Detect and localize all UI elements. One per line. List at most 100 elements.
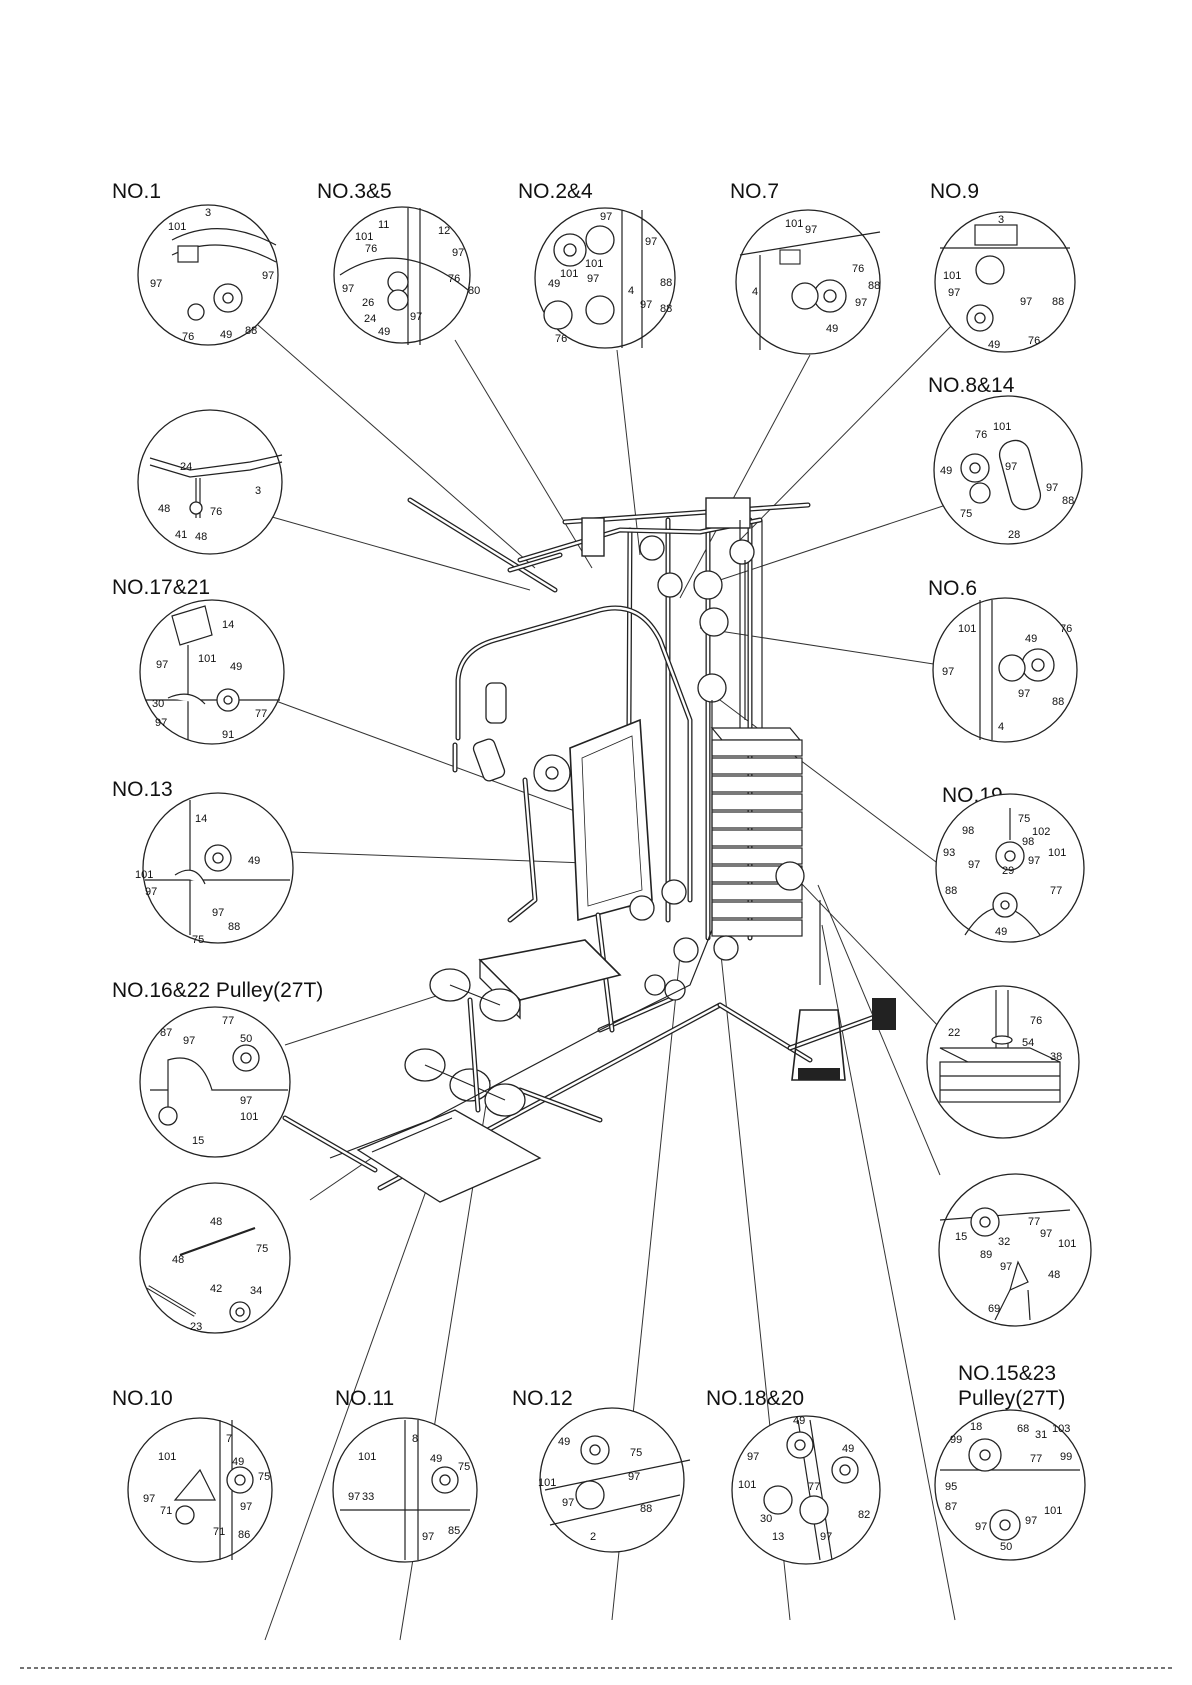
part-82: 82	[858, 1509, 870, 1521]
part-48: 48	[158, 503, 170, 515]
part-28: 28	[1008, 529, 1020, 541]
detail-no-16-22: NO.16&22 Pulley(27T) 77 87 97 50 97 101 …	[112, 979, 323, 1158]
part-49: 49	[988, 339, 1000, 351]
part-14: 14	[222, 619, 234, 631]
part-76: 76	[1028, 335, 1040, 347]
part-26: 97	[342, 283, 354, 295]
part-4: 4	[628, 285, 634, 297]
part-97: 97	[183, 1035, 195, 1047]
part-30: 30	[152, 698, 164, 710]
part-76: 97	[452, 247, 464, 259]
part-97: 97	[805, 224, 817, 236]
part-97: 97	[628, 1471, 640, 1483]
part-49: 49	[548, 278, 560, 290]
part-97: 97	[640, 299, 652, 311]
part-75: 75	[256, 1243, 268, 1255]
detail-label: NO.18&20	[706, 1387, 804, 1410]
part-15: 15	[955, 1231, 967, 1243]
part-97: 97	[212, 907, 224, 919]
part-75: 75	[258, 1471, 270, 1483]
detail-no-3-5: NO.3&5 11 12 101 97 76 97 26 24 49 76 97…	[317, 180, 480, 345]
part-41: 41	[175, 529, 187, 541]
part-101: 101	[943, 270, 961, 282]
part-99: 99	[1060, 1451, 1072, 1463]
stirrup-handle	[791, 1009, 846, 1081]
part-75: 75	[630, 1447, 642, 1459]
part-88: 88	[868, 280, 880, 292]
part-77: 77	[222, 1015, 234, 1027]
detail-no-1: NO.1 101 3 97 76 49 97 88	[112, 180, 279, 346]
part-97: 97	[1020, 296, 1032, 308]
part-68: 68	[1017, 1423, 1029, 1435]
detail-no-12: NO.12 49 75 101 97 97 88 2	[512, 1387, 691, 1553]
part-29: 29	[1002, 865, 1014, 877]
part-76: 49	[378, 326, 390, 338]
part-77: 77	[1030, 1453, 1042, 1465]
part-42: 42	[210, 1283, 222, 1295]
part-75: 75	[458, 1461, 470, 1473]
part-13: 13	[772, 1531, 784, 1543]
part-99: 99	[950, 1434, 962, 1446]
part-88: 88	[245, 325, 257, 337]
part-71: 71	[213, 1526, 225, 1538]
part-97: 76	[365, 243, 377, 255]
detail-label: NO.7	[730, 180, 779, 203]
part-80: 80	[468, 285, 480, 297]
detail-no-18-20: NO.18&20 49 97 49 101 77 30 82 13 97	[706, 1387, 881, 1565]
part-49: 49	[232, 1456, 244, 1468]
part-50: 50	[240, 1033, 252, 1045]
part-7: 7	[226, 1433, 232, 1445]
part-76: 76	[182, 331, 194, 343]
part-4: 4	[998, 721, 1004, 733]
detail-no-10: NO.10 7 101 49 75 97 71 97 71 86	[112, 1387, 273, 1563]
part-101: 101	[560, 268, 578, 280]
part-101: 101	[1048, 847, 1066, 859]
part-49: 49	[558, 1436, 570, 1448]
part-101: 101	[993, 421, 1011, 433]
detail-no-19: NO.19 75 98 102 98 93 101 97 97 29 88 77…	[935, 784, 1085, 943]
part-101: 101	[1044, 1505, 1062, 1517]
part-101: 101	[538, 1477, 556, 1489]
part-97: 97	[1018, 688, 1030, 700]
part-54: 54	[1022, 1037, 1034, 1049]
weight-stack	[710, 520, 803, 937]
part-49: 49	[220, 329, 232, 341]
part-97: 97	[145, 886, 157, 898]
part-97: 97	[1040, 1228, 1052, 1240]
part-76: 76	[1060, 623, 1072, 635]
detail-label: NO.3&5	[317, 180, 392, 203]
part-97: 97	[645, 236, 657, 248]
home-gym-machine	[282, 497, 896, 1203]
part-102: 102	[1032, 826, 1050, 838]
part-77: 77	[1050, 885, 1062, 897]
part-88: 88	[1052, 696, 1064, 708]
part-2: 2	[590, 1531, 596, 1543]
part-11: 11	[378, 219, 389, 231]
part-97: 97	[155, 717, 167, 729]
detail-lat-bar: 24 3 48 76 41 48	[137, 409, 283, 555]
part-71: 71	[160, 1505, 172, 1517]
part-75: 75	[192, 934, 204, 946]
detail-label: NO.16&22 Pulley(27T)	[112, 979, 323, 1002]
part-97: 97	[262, 270, 274, 282]
part-97: 97	[587, 273, 599, 285]
detail-cable-hook: 77 15 32 97 101 89 97 48 69	[938, 1173, 1092, 1327]
part-97: 97	[410, 311, 422, 323]
part-23: 23	[190, 1321, 202, 1333]
part-101: 101	[158, 1451, 176, 1463]
part-75: 75	[1018, 813, 1030, 825]
part-76: 76	[210, 506, 222, 518]
detail-weight-stack-top: 76 22 54 38	[926, 985, 1080, 1139]
detail-no-11: NO.11 8 101 49 75 97 33 97 85	[332, 1387, 478, 1563]
part-48: 48	[210, 1216, 222, 1228]
part-101: 101	[358, 1451, 376, 1463]
part-77: 77	[255, 708, 267, 720]
part-49: 49	[430, 1453, 442, 1465]
part-32: 32	[998, 1236, 1010, 1248]
part-38: 38	[1050, 1051, 1062, 1063]
part-49: 49	[995, 926, 1007, 938]
part-101: 101	[198, 653, 216, 665]
part-77: 77	[1028, 1216, 1040, 1228]
part-69: 69	[988, 1303, 1000, 1315]
part-49: 49	[230, 661, 242, 673]
